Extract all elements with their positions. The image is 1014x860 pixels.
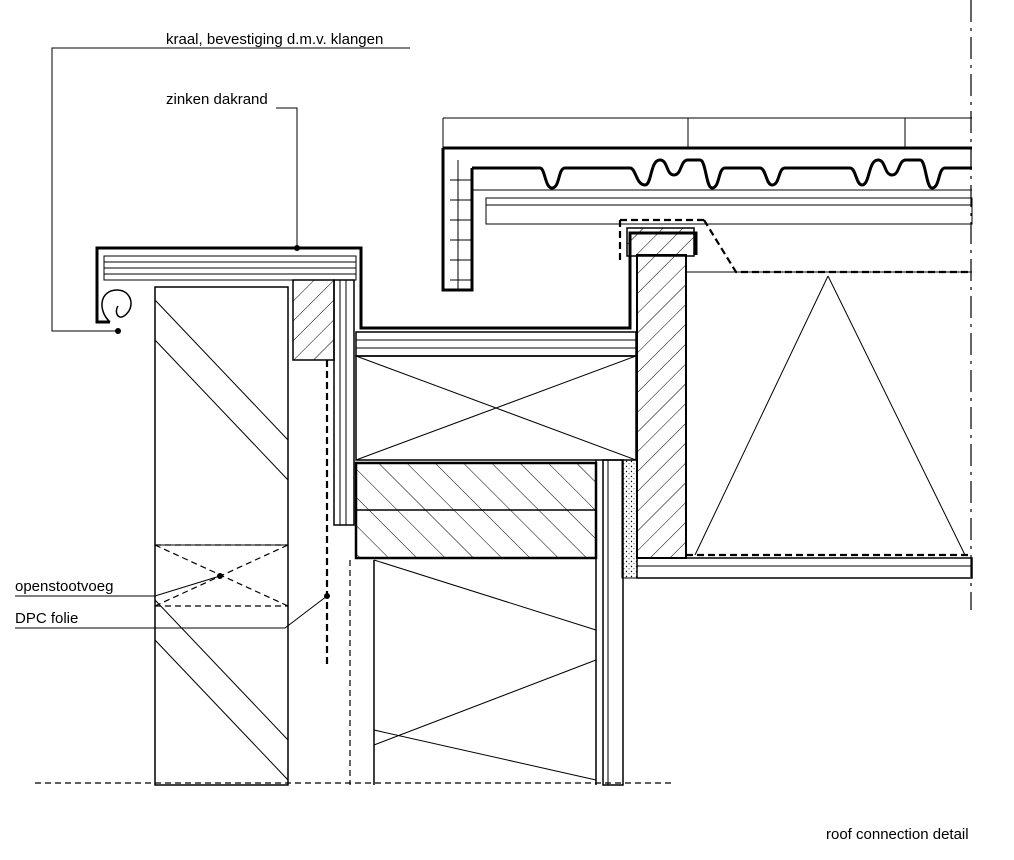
roof-tiles bbox=[441, 117, 973, 292]
edge-beam bbox=[355, 355, 637, 461]
roof-truss bbox=[636, 271, 973, 579]
zinc-coping bbox=[95, 231, 698, 330]
label-kraal: kraal, bevestiging d.m.v. klangen bbox=[166, 31, 383, 48]
label-dpc-folie: DPC folie bbox=[15, 610, 78, 627]
outer-brick-leaf bbox=[154, 286, 289, 786]
label-openstootvoeg: openstootvoeg bbox=[15, 578, 113, 595]
vertical-stud bbox=[618, 218, 972, 559]
timber-block bbox=[292, 279, 335, 361]
leader-lines bbox=[15, 47, 410, 629]
caption: roof connection detail bbox=[826, 826, 969, 843]
upstand-board bbox=[355, 331, 637, 357]
dpc-strips bbox=[325, 279, 355, 665]
wall-plate bbox=[354, 461, 598, 560]
label-zinken-dakrand: zinken dakrand bbox=[166, 91, 268, 108]
